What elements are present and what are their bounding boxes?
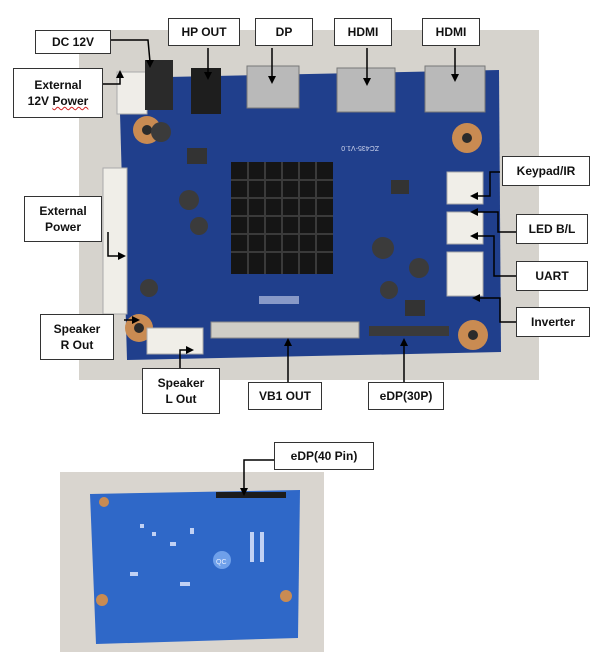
label-text: HDMI: [435, 24, 467, 39]
label-text: eDP(40 Pin): [290, 448, 358, 463]
edp40-connector: [216, 492, 286, 498]
label-text: Inverter: [530, 314, 576, 329]
label-text: Power: [44, 220, 81, 234]
label-text-block: External 12V Power: [28, 77, 89, 109]
board-bottom-photo: QC: [60, 472, 324, 652]
label-dc-12v: DC 12V: [35, 30, 111, 54]
qc-text: QC: [216, 559, 227, 566]
hdmi-connector-1: [336, 67, 396, 113]
label-text: LED B/L: [528, 221, 576, 236]
label-keypad-ir: Keypad/IR: [502, 156, 590, 186]
label-text: DC 12V: [51, 34, 95, 49]
label-text: HDMI: [347, 24, 379, 39]
label-external-12v-power: External 12V Power: [13, 68, 103, 118]
label-text: External: [34, 77, 82, 92]
label-speaker-l-out: Speaker L Out: [142, 368, 220, 414]
label-dp: DP: [255, 18, 313, 46]
speaker-connector: [146, 327, 204, 355]
label-text: Speaker: [157, 375, 205, 390]
pcb-bottom: [90, 490, 300, 644]
label-edp-40-pin: eDP(40 Pin): [274, 442, 374, 470]
label-hp-out: HP OUT: [168, 18, 240, 46]
qc-mark: [213, 551, 231, 569]
label-external-power: External Power: [24, 196, 102, 242]
label-text: R Out: [60, 338, 94, 352]
ext-power-connector: [102, 167, 128, 315]
label-edp-30p: eDP(30P): [368, 382, 444, 410]
label-vb1-out: VB1 OUT: [248, 382, 322, 410]
label-text: Speaker: [53, 321, 101, 336]
label-text: HP OUT: [181, 24, 227, 39]
board-bottom-illustration: QC: [60, 472, 324, 652]
label-led-bl: LED B/L: [516, 214, 588, 244]
board-top-illustration: ZC435-V1.0: [79, 30, 539, 380]
label-text: External: [39, 203, 87, 218]
dc-jack: [145, 60, 173, 110]
label-text-block: Speaker R Out: [54, 321, 101, 353]
label-text-block: External Power: [39, 203, 86, 235]
label-text-block: Speaker L Out: [158, 375, 205, 407]
label-speaker-r-out: Speaker R Out: [40, 314, 114, 360]
label-inverter: Inverter: [516, 307, 590, 337]
label-hdmi-1: HDMI: [334, 18, 392, 46]
label-text: eDP(30P): [379, 388, 433, 403]
label-text: Power: [52, 94, 89, 108]
label-text: 12V: [27, 94, 49, 108]
vb1-connector: [210, 321, 360, 339]
uart-connector: [446, 251, 484, 297]
label-uart: UART: [516, 261, 588, 291]
silkscreen-text: ZC435-V1.0: [341, 144, 379, 151]
label-hdmi-2: HDMI: [422, 18, 480, 46]
label-text-line: 12V Power: [28, 93, 89, 109]
dp-connector: [246, 65, 300, 109]
label-text: UART: [535, 268, 569, 283]
board-top-photo: ZC435-V1.0: [79, 30, 539, 380]
label-text: VB1 OUT: [258, 388, 311, 403]
label-text: L Out: [165, 392, 197, 406]
label-text: Keypad/IR: [516, 163, 576, 178]
label-text: DP: [275, 24, 293, 39]
edp30-connector: [369, 326, 449, 336]
